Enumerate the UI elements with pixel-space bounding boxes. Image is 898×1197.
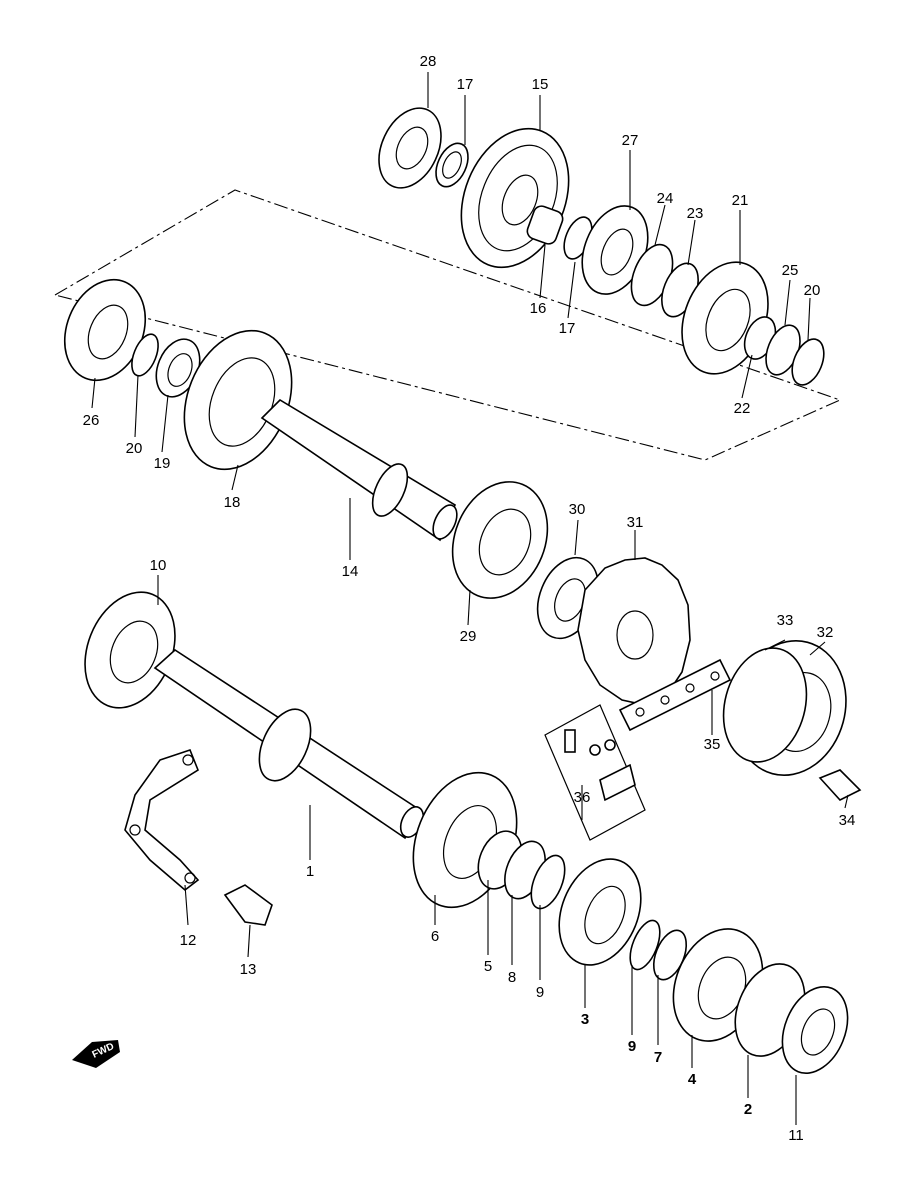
callout-9-left: 9 (536, 984, 544, 1001)
part-1-driveshaft (153, 648, 425, 840)
leader-lines (91, 72, 849, 1125)
callout-27: 27 (622, 132, 639, 149)
callout-20-left: 20 (126, 440, 143, 457)
part-17-washer-upper (435, 142, 469, 188)
callout-25: 25 (782, 262, 799, 279)
callout-31: 31 (627, 514, 644, 531)
part-13-bolt (223, 884, 273, 926)
callout-2: 2 (744, 1101, 752, 1118)
part-20-circlip-right (791, 338, 825, 386)
part-35-chain (618, 658, 732, 732)
callout-36: 36 (574, 789, 591, 806)
part-20-circlip-left (131, 333, 159, 377)
callout-16: 16 (530, 300, 547, 317)
callout-17-lower: 17 (559, 320, 576, 337)
callout-14: 14 (342, 563, 359, 580)
callout-19: 19 (154, 455, 171, 472)
part-26-gear (63, 278, 147, 382)
callout-11: 11 (788, 1127, 804, 1144)
callout-22: 22 (734, 400, 751, 417)
part-10-bearing (84, 591, 176, 709)
part-29-bearing (451, 481, 549, 599)
callout-7: 7 (654, 1049, 662, 1066)
callout-3: 3 (581, 1011, 589, 1028)
callout-17-upper: 17 (457, 76, 474, 93)
callout-6: 6 (431, 928, 439, 945)
part-15-gear (460, 127, 570, 269)
callout-30: 30 (569, 501, 586, 518)
part-9-circlip-right (629, 919, 661, 971)
part-33-spacer (722, 647, 808, 763)
callout-23: 23 (687, 205, 704, 222)
callout-15: 15 (532, 76, 549, 93)
callout-35: 35 (704, 736, 721, 753)
part-28-bearing (378, 107, 442, 189)
callout-8: 8 (508, 969, 516, 986)
callout-4: 4 (688, 1071, 697, 1088)
part-12-retainer-plate (124, 749, 200, 892)
part-34-bolt (818, 769, 862, 801)
callout-32: 32 (817, 624, 834, 641)
callout-34: 34 (839, 812, 856, 829)
part-11-bearing (781, 985, 849, 1075)
callout-13: 13 (240, 961, 257, 978)
callout-18: 18 (224, 494, 241, 511)
callout-10: 10 (150, 557, 167, 574)
callout-5: 5 (484, 958, 492, 975)
callout-33: 33 (777, 612, 794, 629)
callout-21: 21 (732, 192, 749, 209)
part-36-chain-joint-kit (544, 704, 646, 841)
callout-9-right: 9 (628, 1038, 636, 1055)
callout-24: 24 (657, 190, 674, 207)
callout-20-right: 20 (804, 282, 821, 299)
part-9-circlip-left (530, 854, 566, 910)
countershaft-group-boundary (53, 189, 842, 461)
part-16-bushing (526, 205, 564, 245)
part-14-countershaft (260, 398, 458, 542)
callout-29: 29 (460, 628, 477, 645)
part-3-gear (558, 858, 642, 966)
callout-26: 26 (83, 412, 100, 429)
callout-labels: 28 17 15 27 24 23 21 25 20 16 17 22 26 2… (83, 53, 856, 1144)
fwd-direction-badge: FWD (72, 1040, 120, 1068)
callout-12: 12 (180, 932, 197, 949)
callout-1: 1 (306, 863, 314, 880)
callout-28: 28 (420, 53, 437, 70)
